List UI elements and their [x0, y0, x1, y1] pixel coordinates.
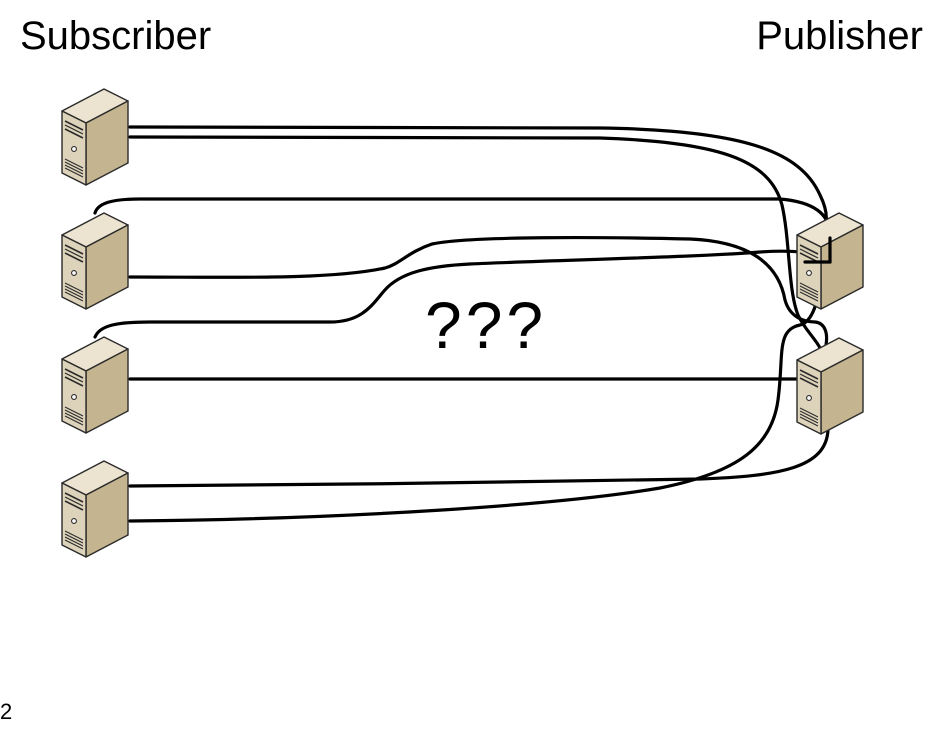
subscriber-server-3-icon — [61, 336, 129, 434]
subscriber-server-1-icon — [61, 88, 129, 186]
connections — [93, 125, 832, 523]
connection-endpoints — [803, 236, 832, 264]
connection-sub3-pub1 — [93, 249, 820, 339]
connection-sub4-pub1 — [128, 278, 820, 523]
connection-sub4-pub2 — [128, 428, 830, 488]
connection-sub2-pub1 — [93, 197, 832, 264]
subscriber-heading: Subscriber — [20, 14, 212, 58]
page-number: 2 — [0, 699, 13, 724]
unknown-routing-label: ??? — [425, 288, 548, 362]
subscriber-server-2-icon — [61, 212, 129, 310]
connection-sub2-pub2 — [128, 235, 829, 347]
subscriber-server-4-icon — [61, 460, 129, 558]
connection-sub1-pub2 — [128, 135, 822, 350]
publisher-server-2-icon — [796, 337, 864, 435]
publisher-heading: Publisher — [756, 14, 923, 58]
connection-sub1-pub1 — [128, 125, 828, 240]
